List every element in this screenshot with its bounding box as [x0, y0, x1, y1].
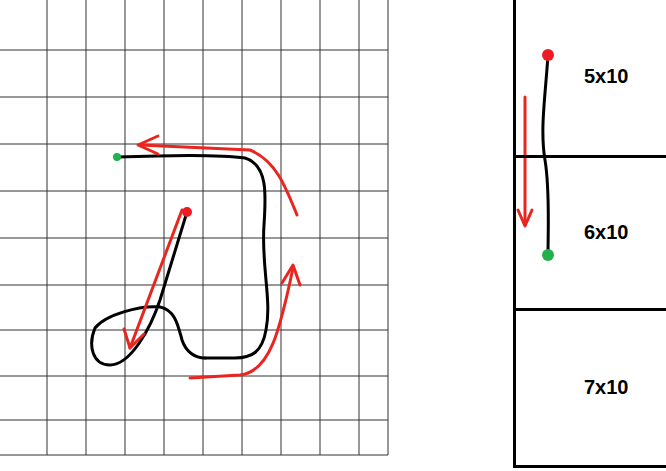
end-dot — [113, 153, 121, 161]
grid-line — [0, 144, 388, 145]
grid-line — [281, 0, 282, 455]
grid-line — [0, 238, 388, 239]
direction-arrow — [190, 268, 293, 378]
grid-line — [203, 0, 204, 455]
direction-arrows — [124, 97, 532, 378]
row-label: 5x10 — [584, 64, 629, 88]
direction-arrow — [130, 210, 182, 348]
arrow-head — [282, 265, 300, 285]
row-label: 7x10 — [584, 375, 629, 399]
grid-line — [359, 0, 360, 455]
grid-line — [0, 97, 388, 98]
pen-stroke — [92, 212, 205, 365]
direction-arrow — [140, 145, 297, 215]
row-box: 7x10 — [513, 308, 666, 468]
arrow-head — [138, 136, 158, 154]
end-dot — [542, 249, 554, 261]
grid — [0, 0, 388, 455]
grid-line — [0, 191, 388, 192]
grid-line — [47, 0, 48, 455]
start-dot — [182, 207, 192, 217]
grid-line — [0, 330, 388, 331]
start-dot — [542, 49, 554, 61]
arrow-head — [518, 210, 532, 226]
grid-line — [86, 0, 87, 455]
direction-arrow — [524, 97, 527, 225]
grid-line — [0, 455, 388, 456]
grid-line — [0, 420, 388, 421]
pen-stroke — [543, 55, 549, 255]
arrow-head — [124, 329, 144, 348]
grid-line — [0, 50, 388, 51]
grid-line — [125, 0, 126, 455]
row-box: 5x10 — [513, 0, 666, 158]
grid-line — [388, 0, 389, 455]
row-box: 6x10 — [513, 155, 666, 311]
pen-stroke — [117, 156, 268, 358]
row-label: 6x10 — [584, 220, 629, 244]
grid-line — [320, 0, 321, 455]
pen-strokes — [92, 55, 549, 365]
grid-line — [242, 0, 243, 455]
grid-line — [164, 0, 165, 455]
grid-line — [0, 285, 388, 286]
